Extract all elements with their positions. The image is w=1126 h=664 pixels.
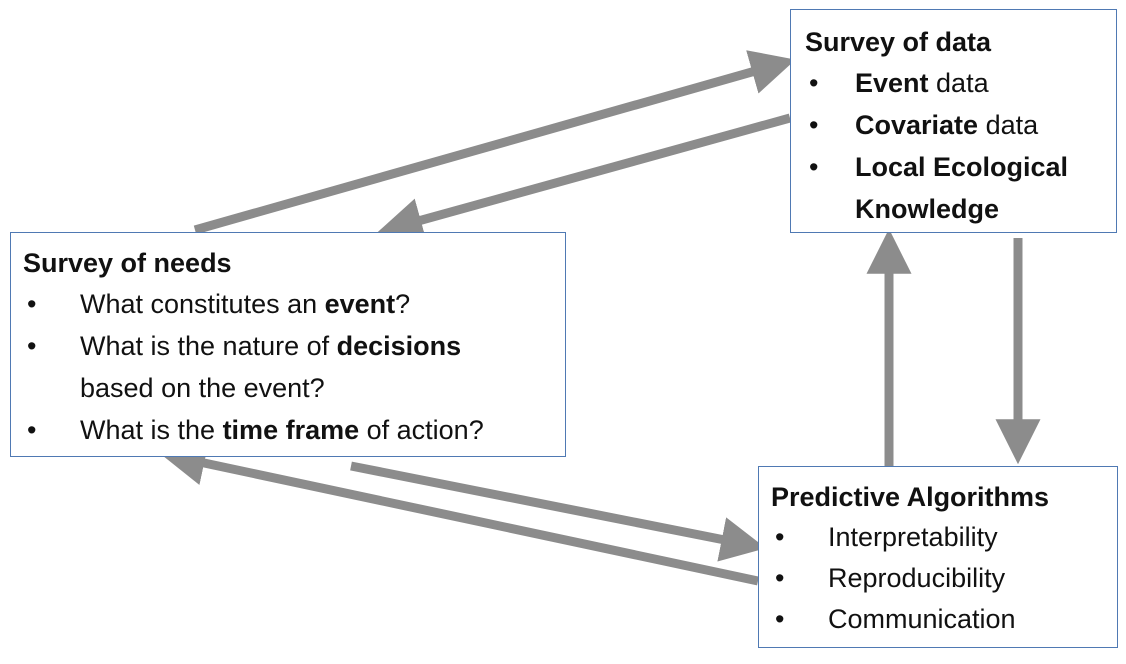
list-item-continuation: based on the event? [23, 367, 565, 409]
list-item: • What is the nature of decisions [23, 325, 565, 367]
item-text: Reproducibility [828, 563, 1006, 593]
item-text: What constitutes an [80, 289, 325, 319]
predictive-algorithms-title: Predictive Algorithms [771, 482, 1050, 512]
list-item: • What is the time frame of action? [23, 409, 565, 451]
predictive-algorithms-box: Predictive Algorithms • Interpretability … [758, 466, 1118, 648]
list-item: • Covariate data [805, 104, 1116, 146]
bullet: • [809, 152, 819, 182]
bullet: • [775, 522, 785, 552]
list-item-continuation: Knowledge [805, 188, 1116, 230]
list-item: • What constitutes an event? [23, 283, 565, 325]
survey-of-needs-box: Survey of needs • What constitutes an eve… [10, 232, 566, 457]
item-text: of action? [359, 415, 484, 445]
item-bold: Event [855, 68, 929, 98]
bullet: • [27, 331, 37, 361]
survey-of-needs-list: • What constitutes an event? • What is the… [23, 283, 565, 451]
item-text: data [928, 68, 989, 98]
bullet: • [775, 604, 785, 634]
arrow-data-to-needs [377, 113, 792, 242]
arrow-algo-to-needs [160, 440, 759, 586]
item-text: What is the [80, 415, 223, 445]
bullet: • [809, 68, 819, 98]
list-item: • Event data [805, 62, 1116, 104]
item-text: Communication [828, 604, 1016, 634]
item-text: ? [395, 289, 411, 319]
survey-of-needs-title: Survey of needs [23, 248, 232, 278]
item-bold: Local Ecological [855, 152, 1069, 182]
arrow-needs-to-data [193, 50, 796, 235]
survey-of-data-list: • Event data • Covariate data • Local Ecolo… [805, 62, 1116, 230]
bullet: • [27, 415, 37, 445]
item-text: What is the nature of [80, 331, 337, 361]
item-bold: decisions [336, 331, 462, 361]
arrow-needs-to-algo [350, 461, 766, 562]
survey-of-data-box: Survey of data • Event data • Covariate da… [790, 9, 1117, 233]
survey-of-data-title: Survey of data [805, 27, 992, 57]
item-bold: event [324, 289, 396, 319]
bullet: • [809, 110, 819, 140]
list-item: • Interpretability [771, 517, 1117, 558]
item-text: based on the event? [80, 373, 325, 403]
list-item: • Local Ecological [805, 146, 1116, 188]
bullet: • [27, 289, 37, 319]
item-bold: Covariate [855, 110, 979, 140]
list-item: • Reproducibility [771, 558, 1117, 599]
item-text: Interpretability [828, 522, 998, 552]
item-bold: time frame [222, 415, 360, 445]
bullet: • [775, 563, 785, 593]
item-bold: Knowledge [855, 194, 1000, 224]
item-text: data [978, 110, 1039, 140]
predictive-algorithms-list: • Interpretability • Reproducibility • Comm… [771, 517, 1117, 640]
list-item: • Communication [771, 599, 1117, 640]
